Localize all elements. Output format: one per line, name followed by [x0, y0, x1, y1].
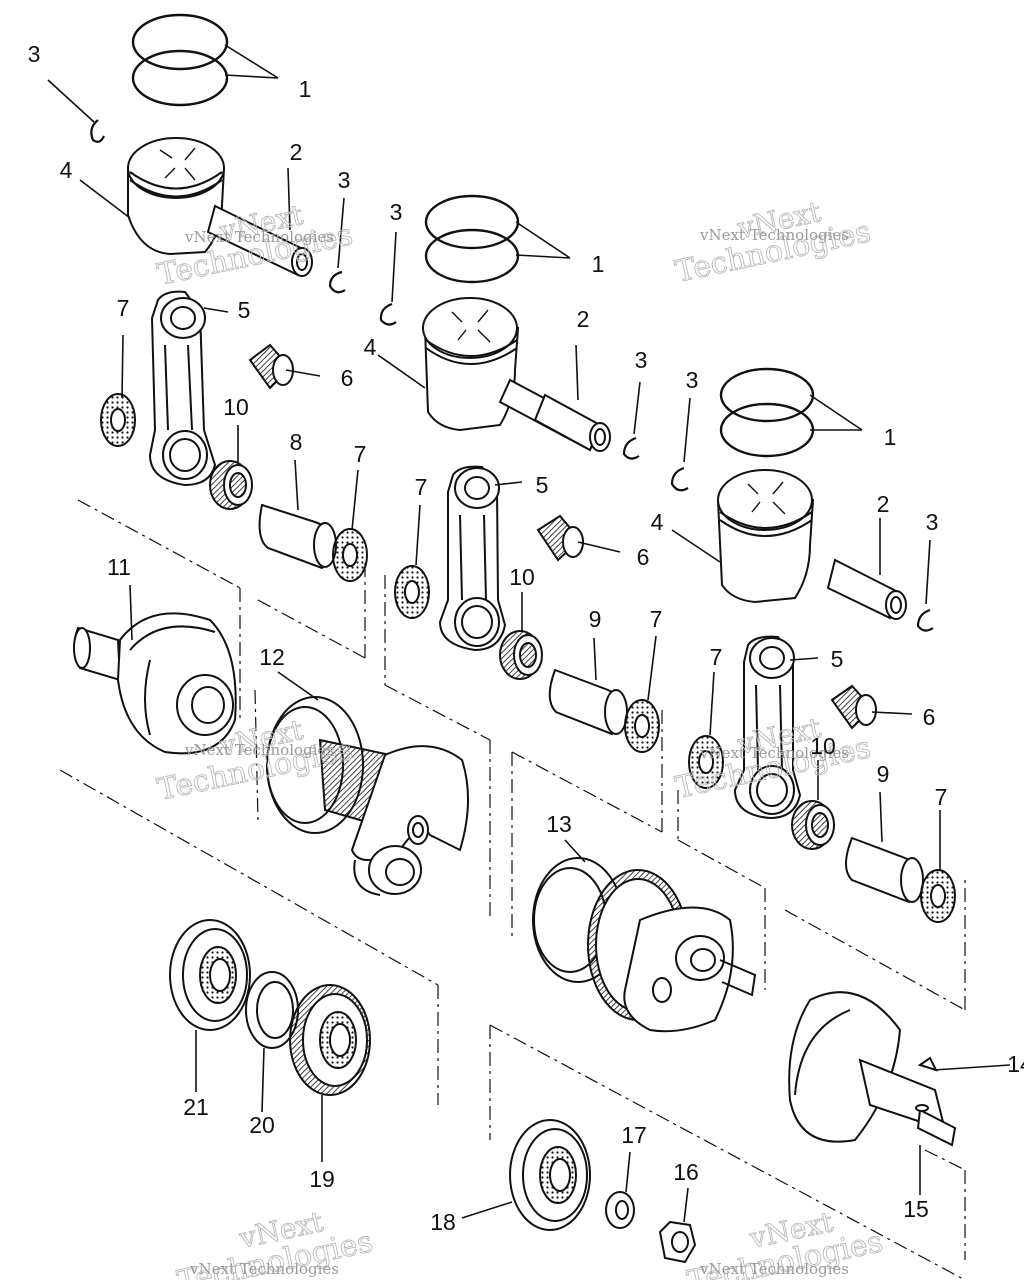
connecting-rod-1 [148, 290, 217, 487]
callout-8: 8 [290, 429, 303, 455]
piston-3 [716, 469, 815, 604]
callout-7-d: 7 [650, 606, 663, 632]
spacer-ring-20 [245, 971, 299, 1049]
assembly-lines [59, 499, 966, 1281]
main-bearing-18 [509, 1119, 591, 1231]
main-bearing-19 [289, 984, 371, 1096]
callout-2-b: 2 [577, 306, 590, 332]
callout-labels: 1 1 1 2 2 2 3 3 3 3 3 3 4 4 4 5 5 5 6 6 … [28, 41, 1024, 1235]
crankshaft-end-15 [788, 991, 957, 1147]
crankshaft-end-11 [73, 612, 237, 755]
watermarks: vNext Technologies vNext Technologies vN… [154, 195, 886, 1285]
leader-lines [47, 44, 1011, 1223]
callout-6-c: 6 [923, 704, 936, 730]
callout-3-e: 3 [686, 367, 699, 393]
callout-14: 14 [1007, 1051, 1024, 1077]
watermark-small-6: vNext Technologies [699, 1260, 849, 1278]
callout-7-c: 7 [415, 474, 428, 500]
callout-6-b: 6 [637, 544, 650, 570]
callout-11: 11 [107, 554, 131, 580]
callout-21: 21 [183, 1094, 209, 1120]
callout-2-c: 2 [877, 491, 890, 517]
callout-10-b: 10 [509, 564, 535, 590]
callout-9-a: 9 [589, 606, 602, 632]
callout-7-f: 7 [935, 784, 948, 810]
circlip-set-2 [379, 302, 640, 460]
crank-pin-8 [258, 503, 337, 570]
piston-ring-set-1 [131, 13, 229, 107]
piston-1 [127, 137, 226, 256]
washer-17 [605, 1191, 635, 1229]
callout-17: 17 [621, 1122, 647, 1148]
callout-1-a: 1 [299, 76, 312, 102]
bearing-10-c [791, 800, 835, 850]
callout-20: 20 [249, 1112, 275, 1138]
crank-pin-9-b [845, 836, 924, 904]
wrist-pin-3 [826, 558, 907, 620]
needle-bearing-1 [248, 343, 294, 390]
callout-19: 19 [309, 1166, 335, 1192]
thrust-washer-4 [624, 699, 660, 753]
wrist-pin-1 [206, 204, 313, 277]
callout-5-c: 5 [831, 646, 844, 672]
thrust-washer-2 [332, 528, 368, 582]
piston-2 [422, 297, 520, 432]
watermark-small-4: vNext Technologies [699, 744, 849, 762]
crankshaft-section-13 [532, 857, 757, 1033]
thrust-washer-6 [920, 869, 956, 923]
piston-ring-set-3 [719, 367, 815, 458]
callout-15: 15 [903, 1196, 929, 1222]
callout-1-c: 1 [884, 424, 897, 450]
main-bearing-21 [169, 919, 251, 1031]
callout-7-b: 7 [354, 441, 367, 467]
callout-10-c: 10 [810, 733, 836, 759]
thrust-washer-1 [100, 393, 136, 447]
callout-4-a: 4 [60, 157, 73, 183]
thrust-washer-5 [688, 735, 724, 789]
piston-ring-set-2 [424, 194, 520, 284]
callout-18: 18 [430, 1209, 456, 1235]
callout-3-d: 3 [635, 347, 648, 373]
bearing-10-a [209, 460, 253, 510]
callout-3-f: 3 [926, 509, 939, 535]
watermark-small-1: vNext Technologies [184, 228, 334, 246]
needle-bearing-2 [536, 514, 584, 562]
callout-6-a: 6 [341, 365, 354, 391]
crank-pin-9-a [548, 668, 628, 736]
callout-5-a: 5 [238, 297, 251, 323]
callout-10-a: 10 [223, 394, 249, 420]
watermark-small-5: vNext Technologies [189, 1260, 339, 1278]
callout-3-c: 3 [390, 199, 403, 225]
thrust-washer-3 [394, 565, 430, 619]
callout-7-a: 7 [117, 295, 130, 321]
circlip-set-3 [670, 466, 934, 632]
callout-9-b: 9 [877, 761, 890, 787]
nut-16 [658, 1220, 697, 1264]
circlip-set-1 [90, 119, 346, 294]
connecting-rod-2 [438, 465, 507, 652]
callout-5-b: 5 [536, 472, 549, 498]
callout-12: 12 [259, 644, 285, 670]
watermark-small-2: vNext Technologies [699, 226, 849, 244]
callout-7-e: 7 [710, 644, 723, 670]
needle-bearing-3 [830, 684, 877, 730]
callout-1-b: 1 [592, 251, 605, 277]
watermark-small-3: vNext Technologies [184, 741, 334, 759]
callout-4-c: 4 [651, 509, 664, 535]
callout-13: 13 [546, 811, 572, 837]
callout-3-b: 3 [338, 167, 351, 193]
callout-3-a: 3 [28, 41, 41, 67]
wrist-pin-2 [498, 378, 611, 452]
callout-2-a: 2 [290, 139, 303, 165]
crankshaft-section-12 [266, 696, 469, 896]
connecting-rod-3 [733, 635, 802, 820]
callout-4-b: 4 [364, 334, 377, 360]
callout-16: 16 [673, 1159, 699, 1185]
bearing-10-b [499, 630, 543, 680]
